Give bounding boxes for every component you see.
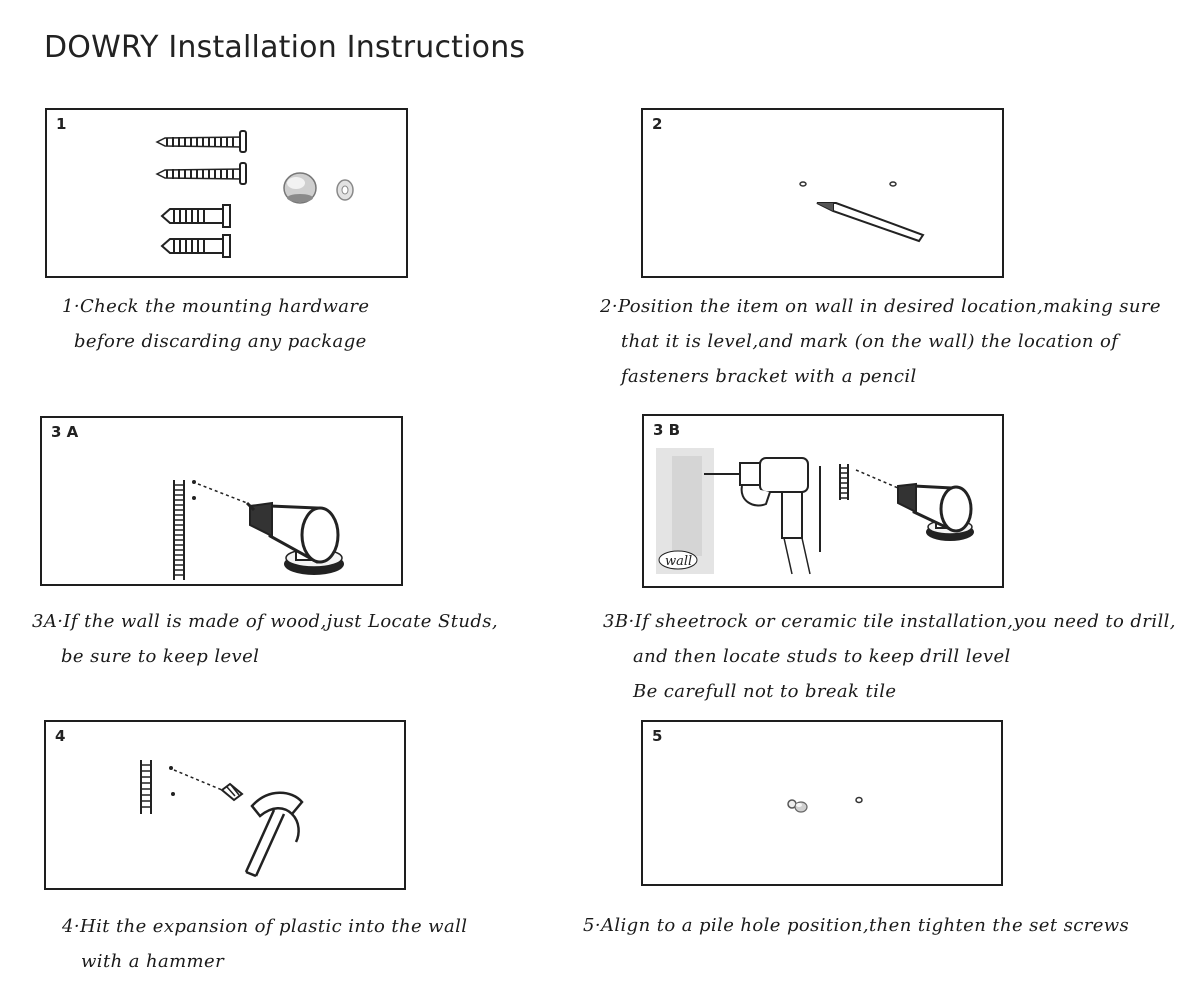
stud-icon <box>173 480 185 580</box>
step-3a-panel: 3 A <box>40 416 403 586</box>
step-4-caption: 4·Hit the expansion of plastic into the … <box>62 909 467 979</box>
step-5-label: 5 <box>652 727 663 745</box>
drill-icon <box>245 501 344 575</box>
cap-icon <box>787 799 808 813</box>
wall-label: wall <box>665 554 692 569</box>
caption-line: 2·Position the item on wall in desired l… <box>600 296 1161 317</box>
step-3a-caption: 3A·If the wall is made of wood,just Loca… <box>32 604 498 674</box>
drill-icon <box>897 482 974 541</box>
caption-line: that it is level,and mark (on the wall) … <box>621 331 1119 352</box>
hammer-icon <box>244 791 304 878</box>
caption-line: 5·Align to a pile hole position,then tig… <box>583 915 1130 936</box>
caption-line: fasteners bracket with a pencil <box>621 366 917 387</box>
step-2-panel: 2 <box>641 108 1004 278</box>
step-1-panel: 1 <box>45 108 408 278</box>
hand-drill-icon <box>704 457 811 575</box>
caption-line: before discarding any package <box>74 331 367 352</box>
caption-line: and then locate studs to keep drill leve… <box>633 646 1011 667</box>
caption-line: Be carefull not to break tile <box>633 681 897 702</box>
step-5-panel: 5 <box>641 720 1003 886</box>
caption-line: 3A·If the wall is made of wood,just Loca… <box>32 611 499 632</box>
step-5-caption: 5·Align to a pile hole position,then tig… <box>583 908 1129 943</box>
caption-line: with a hammer <box>81 951 225 972</box>
wall-anchor-icon <box>220 782 244 802</box>
step-1-caption: 1·Check the mounting hardware before dis… <box>62 289 369 359</box>
stud-icon <box>839 464 849 500</box>
caption-line: be sure to keep level <box>61 646 260 667</box>
screw-icon <box>155 130 247 153</box>
step-4-panel: 4 <box>44 720 406 890</box>
step-3b-panel: 3 B wall <box>642 414 1004 588</box>
caption-line: 3B·If sheetrock or ceramic tile installa… <box>603 611 1176 632</box>
washer-icon <box>336 179 354 201</box>
step-3b-label: 3 B <box>653 421 681 439</box>
cap-icon <box>283 172 317 204</box>
caption-line: 4·Hit the expansion of plastic into the … <box>62 916 468 937</box>
step-1-label: 1 <box>56 115 67 133</box>
screw-icon <box>155 162 247 185</box>
pencil-icon <box>816 202 925 243</box>
step-4-label: 4 <box>55 727 66 745</box>
step-3b-caption: 3B·If sheetrock or ceramic tile installa… <box>603 604 1176 709</box>
wall-anchor-icon <box>160 204 231 228</box>
stud-icon <box>140 760 152 814</box>
step-2-label: 2 <box>652 115 663 133</box>
step-3a-label: 3 A <box>51 423 79 441</box>
step-2-caption: 2·Position the item on wall in desired l… <box>600 289 1161 394</box>
caption-line: 1·Check the mounting hardware <box>62 296 370 317</box>
wall-anchor-icon <box>160 234 231 258</box>
page-title: DOWRY Installation Instructions <box>44 30 526 65</box>
